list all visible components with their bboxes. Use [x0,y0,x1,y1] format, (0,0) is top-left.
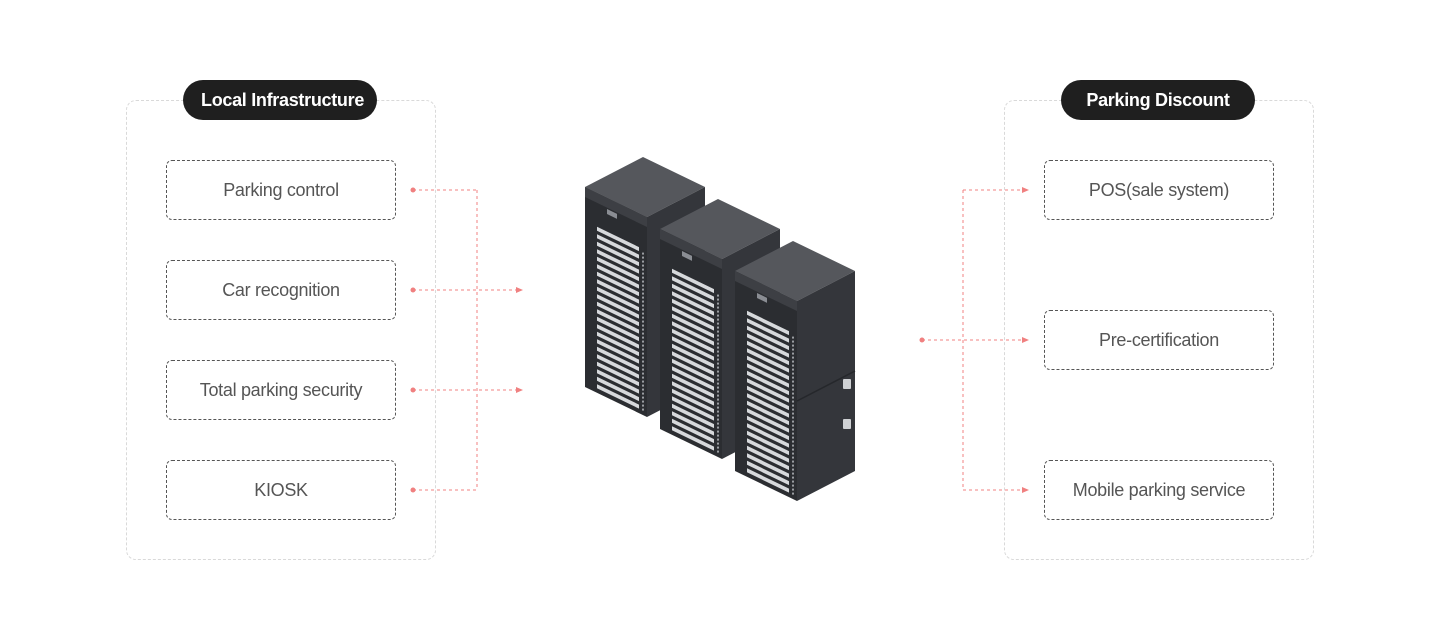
item-pos-sale-system: POS(sale system) [1044,160,1274,220]
rack-slats [672,268,719,453]
item-mobile-parking-service: Mobile parking service [1044,460,1274,520]
parking-discount-title: Parking Discount [1061,80,1255,120]
dot-server-out [919,337,925,343]
server-rack-3 [735,241,856,501]
item-parking-control: Parking control [166,160,396,220]
item-pre-certification: Pre-certification [1044,310,1274,370]
item-car-recognition: Car recognition [166,260,396,320]
dot-car-recognition [410,287,416,293]
item-kiosk: KIOSK [166,460,396,520]
rack-slats [747,310,794,495]
local-infrastructure-title: Local Infrastructure [183,80,377,120]
dot-kiosk [410,487,416,493]
rack-slats [597,226,644,411]
dot-total-parking-security [410,387,416,393]
dot-parking-control [410,187,416,193]
item-total-parking-security: Total parking security [166,360,396,420]
